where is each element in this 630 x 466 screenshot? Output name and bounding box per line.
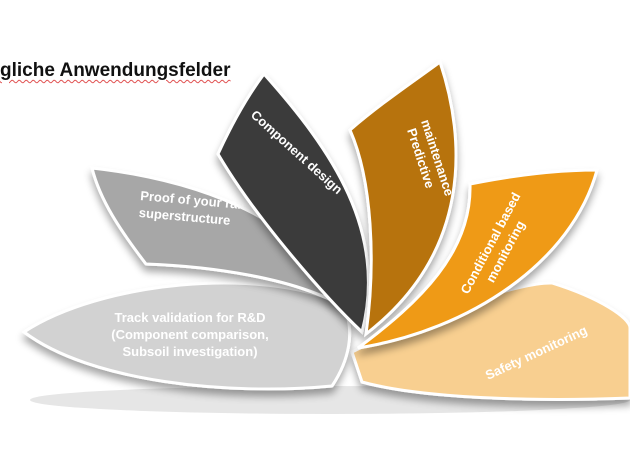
svg-text:Subsoil investigation): Subsoil investigation) [122,344,257,359]
petal-safety-monitoring: Safety monitoring [350,281,630,401]
petal-predictive-maintenance: Predictivemaintenance [348,59,458,338]
svg-text:Track validation for R&D: Track validation for R&D [115,310,266,325]
petal-track-validation: Track validation for R&D (Component comp… [21,281,352,391]
petal-conditional-monitoring: Conditional basedmonitoring [357,168,599,350]
svg-text:(Component comparison,: (Component comparison, [111,327,268,342]
slide-title: gliche Anwendungsfelder [0,60,231,81]
